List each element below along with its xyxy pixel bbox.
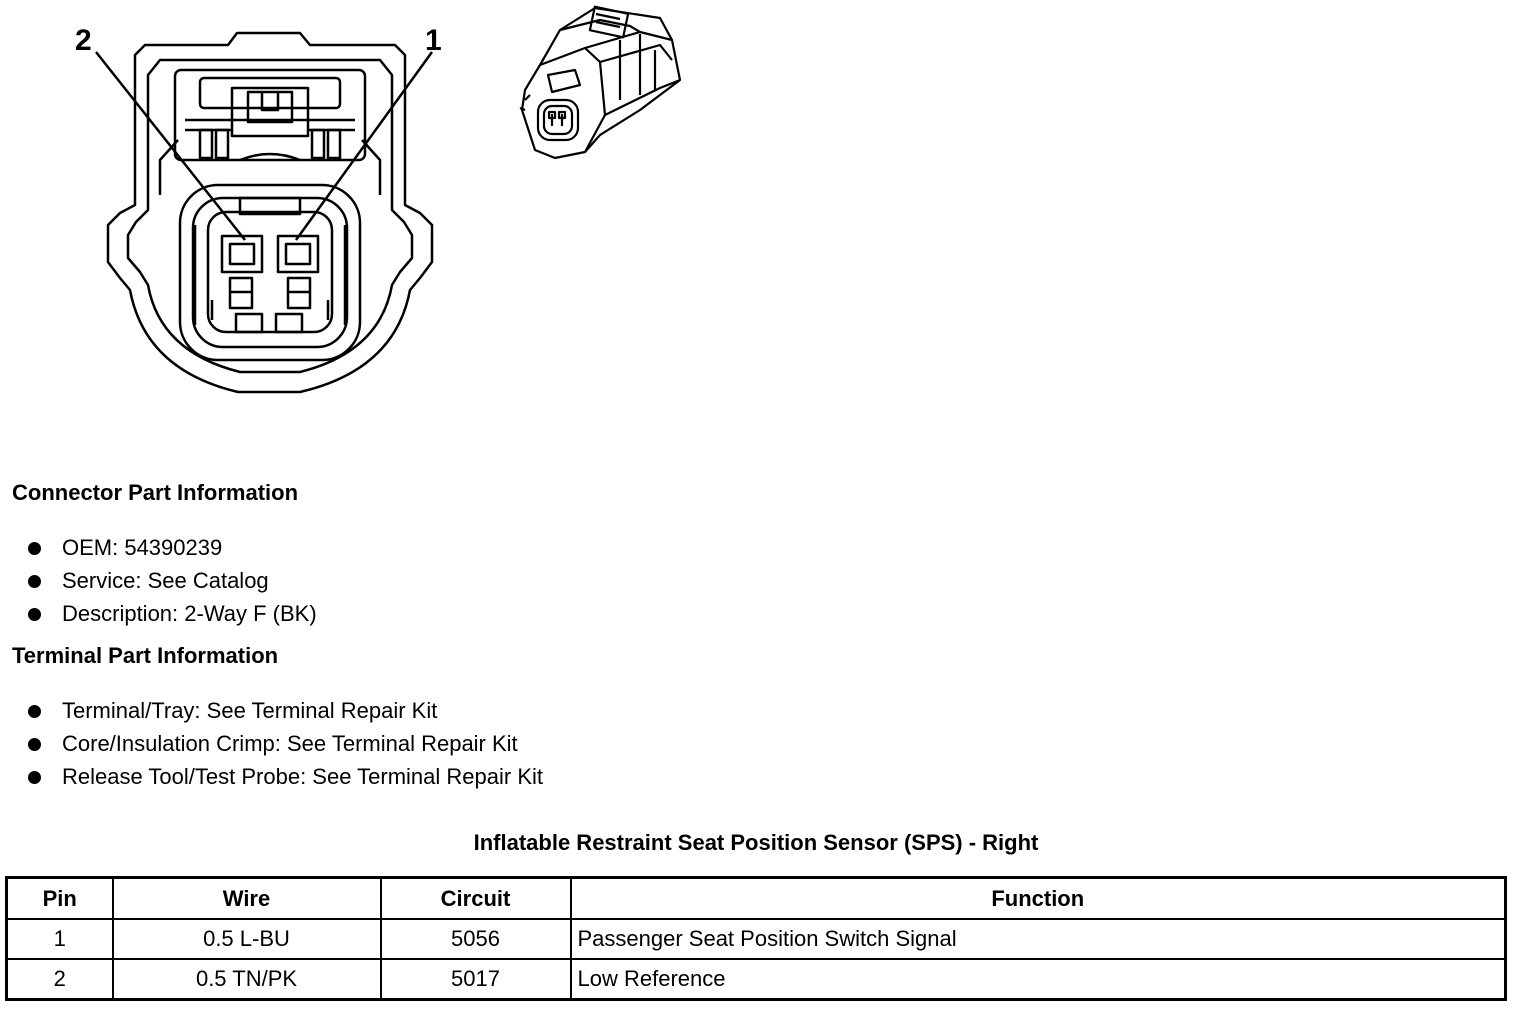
pin-label-1: 1 bbox=[425, 24, 442, 57]
terminal-info-list: Terminal/Tray: See Terminal Repair Kit C… bbox=[28, 694, 543, 793]
bullet-icon bbox=[28, 542, 41, 555]
connector-face-drawing bbox=[95, 31, 434, 394]
cell-wire: 0.5 TN/PK bbox=[111, 958, 382, 1001]
table-row: 1 0.5 L-BU 5056 Passenger Seat Position … bbox=[5, 918, 1507, 960]
list-item: Terminal/Tray: See Terminal Repair Kit bbox=[28, 694, 543, 727]
table-row: 2 0.5 TN/PK 5017 Low Reference bbox=[5, 958, 1507, 1001]
list-item: Description: 2-Way F (BK) bbox=[28, 597, 317, 630]
list-item: Release Tool/Test Probe: See Terminal Re… bbox=[28, 760, 543, 793]
leader-line-1 bbox=[294, 51, 434, 241]
header-pin: Pin bbox=[5, 876, 114, 920]
cell-function: Passenger Seat Position Switch Signal bbox=[569, 918, 1507, 960]
cell-function: Low Reference bbox=[569, 958, 1507, 1001]
bullet-icon bbox=[28, 575, 41, 588]
table-header-row: Pin Wire Circuit Function bbox=[5, 876, 1507, 920]
connector-info-list: OEM: 54390239 Service: See Catalog Descr… bbox=[28, 531, 317, 630]
table-title: Inflatable Restraint Seat Position Senso… bbox=[473, 830, 1039, 855]
list-item-text: OEM: 54390239 bbox=[62, 535, 223, 560]
list-item-text: Description: 2-Way F (BK) bbox=[62, 601, 317, 626]
cell-pin: 2 bbox=[5, 958, 114, 1001]
pin-label-2: 2 bbox=[75, 24, 92, 57]
cell-pin: 1 bbox=[5, 918, 114, 960]
cell-circuit: 5017 bbox=[379, 958, 572, 1001]
housing-outline bbox=[106, 31, 434, 394]
list-item: OEM: 54390239 bbox=[28, 531, 317, 564]
list-item: Core/Insulation Crimp: See Terminal Repa… bbox=[28, 727, 543, 760]
terminal-cavity-1 bbox=[276, 234, 320, 274]
cell-wire: 0.5 L-BU bbox=[111, 918, 382, 960]
connector-info-title: Connector Part Information bbox=[12, 480, 299, 505]
list-item-text: Core/Insulation Crimp: See Terminal Repa… bbox=[62, 731, 518, 756]
bullet-icon bbox=[28, 771, 41, 784]
terminal-cavity-2 bbox=[220, 234, 264, 274]
bullet-icon bbox=[28, 705, 41, 718]
pin-table: Pin Wire Circuit Function 1 0.5 L-BU 505… bbox=[5, 876, 1507, 1001]
list-item-text: Terminal/Tray: See Terminal Repair Kit bbox=[62, 698, 438, 723]
header-function: Function bbox=[569, 876, 1507, 920]
cell-circuit: 5056 bbox=[379, 918, 572, 960]
bullet-icon bbox=[28, 608, 41, 621]
list-item-text: Release Tool/Test Probe: See Terminal Re… bbox=[62, 764, 543, 789]
list-item: Service: See Catalog bbox=[28, 564, 317, 597]
bullet-icon bbox=[28, 738, 41, 751]
list-item-text: Service: See Catalog bbox=[62, 568, 269, 593]
header-wire: Wire bbox=[111, 876, 382, 920]
connector-iso-drawing bbox=[519, 5, 682, 160]
terminal-info-title: Terminal Part Information bbox=[12, 643, 279, 668]
header-circuit: Circuit bbox=[379, 876, 572, 920]
leader-line-2 bbox=[95, 51, 246, 241]
